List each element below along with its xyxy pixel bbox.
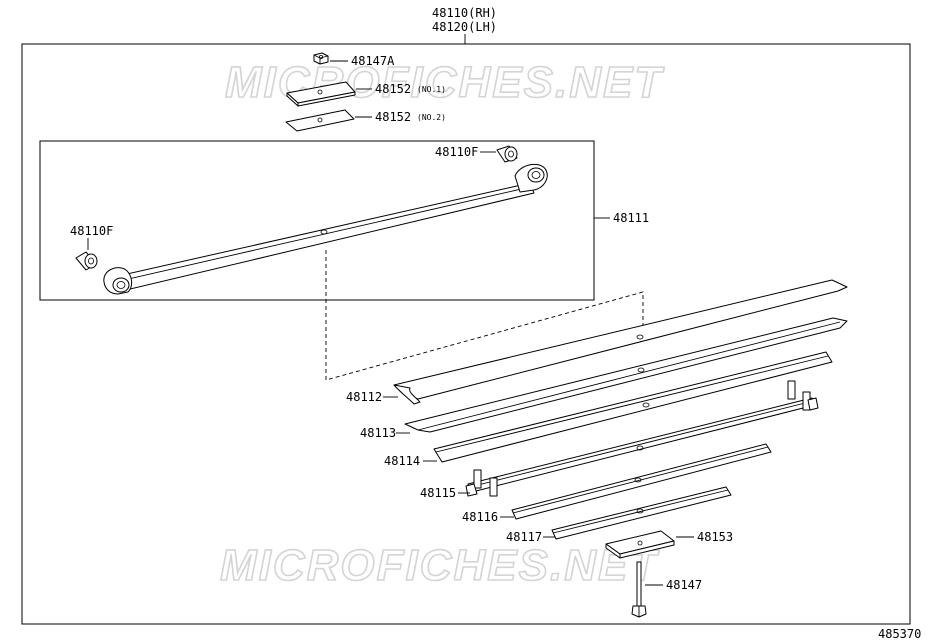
label-u-bolt-nut: 48147A — [351, 54, 395, 68]
main-leaf[interactable] — [103, 163, 548, 295]
main-leaf-box — [39, 140, 595, 301]
label-seat-no2: 48152 — [375, 110, 411, 124]
label-leaf-no4: 48114 — [384, 454, 420, 468]
assembly-label-lh: 48120(LH) — [432, 20, 497, 34]
label-leaf-no3: 48113 — [360, 426, 396, 440]
illustration-number: 485370 — [878, 627, 921, 641]
u-bolt-nut[interactable] — [313, 52, 329, 65]
label-seat-no1: 48152 — [375, 82, 411, 96]
bushing-rear[interactable] — [496, 145, 518, 163]
label-bushing-front: 48110F — [70, 224, 113, 238]
label-bushing-rear: 48110F — [435, 145, 478, 159]
label-leaf-no2: 48112 — [346, 390, 382, 404]
leaf-no5[interactable] — [465, 380, 819, 497]
assembly-label-rh: 48110(RH) — [432, 6, 497, 20]
label-seat-no1-note: (NO.1) — [417, 85, 446, 94]
bushing-front[interactable] — [75, 251, 98, 271]
label-leaf-no7: 48117 — [506, 530, 542, 544]
label-spacer: 48153 — [697, 530, 733, 544]
label-leaf-no1: 48111 — [613, 211, 649, 225]
label-leaf-no5: 48115 — [420, 486, 456, 500]
watermark-bottom: MICROFICHES.NET — [220, 541, 659, 590]
center-bolt-reference — [325, 250, 644, 381]
leaf-no3[interactable] — [404, 317, 848, 433]
label-seat-no2-note: (NO.2) — [417, 113, 446, 122]
leaf-no2[interactable] — [393, 279, 848, 405]
leaf-no7[interactable] — [551, 486, 732, 540]
label-center-bolt: 48147 — [666, 578, 702, 592]
outer-frame — [21, 43, 911, 625]
leaf-no6[interactable] — [511, 443, 772, 520]
spacer[interactable] — [605, 530, 675, 559]
center-bolt[interactable] — [631, 561, 647, 618]
seat-no1[interactable] — [286, 81, 356, 107]
seat-no2[interactable] — [285, 109, 355, 132]
leaf-no4[interactable] — [433, 351, 833, 463]
label-leaf-no6: 48116 — [462, 510, 498, 524]
